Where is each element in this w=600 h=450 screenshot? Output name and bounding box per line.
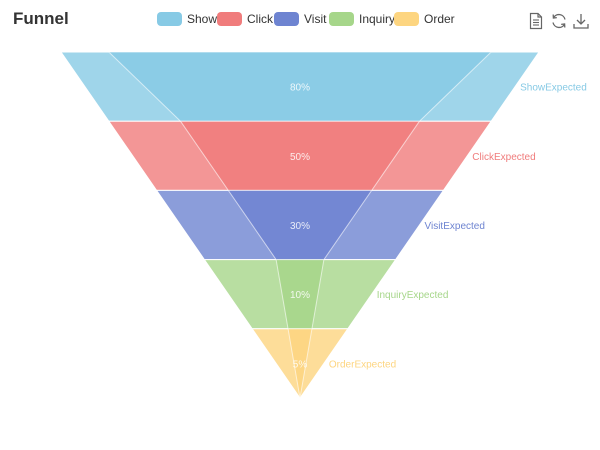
- legend-swatch: [329, 12, 354, 26]
- legend-swatch: [157, 12, 182, 26]
- legend-label: Click: [247, 12, 273, 26]
- legend-label: Show: [187, 12, 218, 26]
- legend-swatch: [217, 12, 242, 26]
- actual-value-label: 50%: [290, 152, 310, 163]
- legend-swatch: [394, 12, 419, 26]
- legend-item-show[interactable]: Show: [157, 12, 217, 26]
- legend: Show Click Visit Inquiry Order: [0, 0, 600, 40]
- actual-segment[interactable]: [287, 328, 313, 399]
- legend-item-visit[interactable]: Visit: [274, 12, 326, 26]
- expected-series-label: OrderExpected: [329, 359, 396, 370]
- legend-label: Visit: [304, 12, 327, 26]
- actual-value-label: 10%: [290, 290, 310, 301]
- expected-series-label: VisitExpected: [425, 221, 485, 232]
- legend-item-order[interactable]: Order: [394, 12, 455, 26]
- actual-value-label: 80%: [290, 83, 310, 94]
- legend-item-inquiry[interactable]: Inquiry: [329, 12, 395, 26]
- legend-label: Order: [424, 12, 455, 26]
- restore-icon[interactable]: [550, 12, 566, 30]
- data-view-icon[interactable]: [528, 12, 544, 30]
- actual-value-label: 30%: [290, 221, 310, 232]
- legend-label: Inquiry: [359, 12, 396, 26]
- toolbox: [528, 12, 589, 30]
- legend-swatch: [274, 12, 299, 26]
- save-image-icon[interactable]: [572, 12, 589, 30]
- actual-value-label: 5%: [293, 359, 308, 370]
- expected-series-label: ShowExpected: [520, 83, 587, 94]
- expected-series-label: ClickExpected: [472, 152, 535, 163]
- expected-series-label: InquiryExpected: [377, 290, 449, 301]
- legend-item-click[interactable]: Click: [217, 12, 273, 26]
- chart-title: Funnel: [13, 9, 69, 28]
